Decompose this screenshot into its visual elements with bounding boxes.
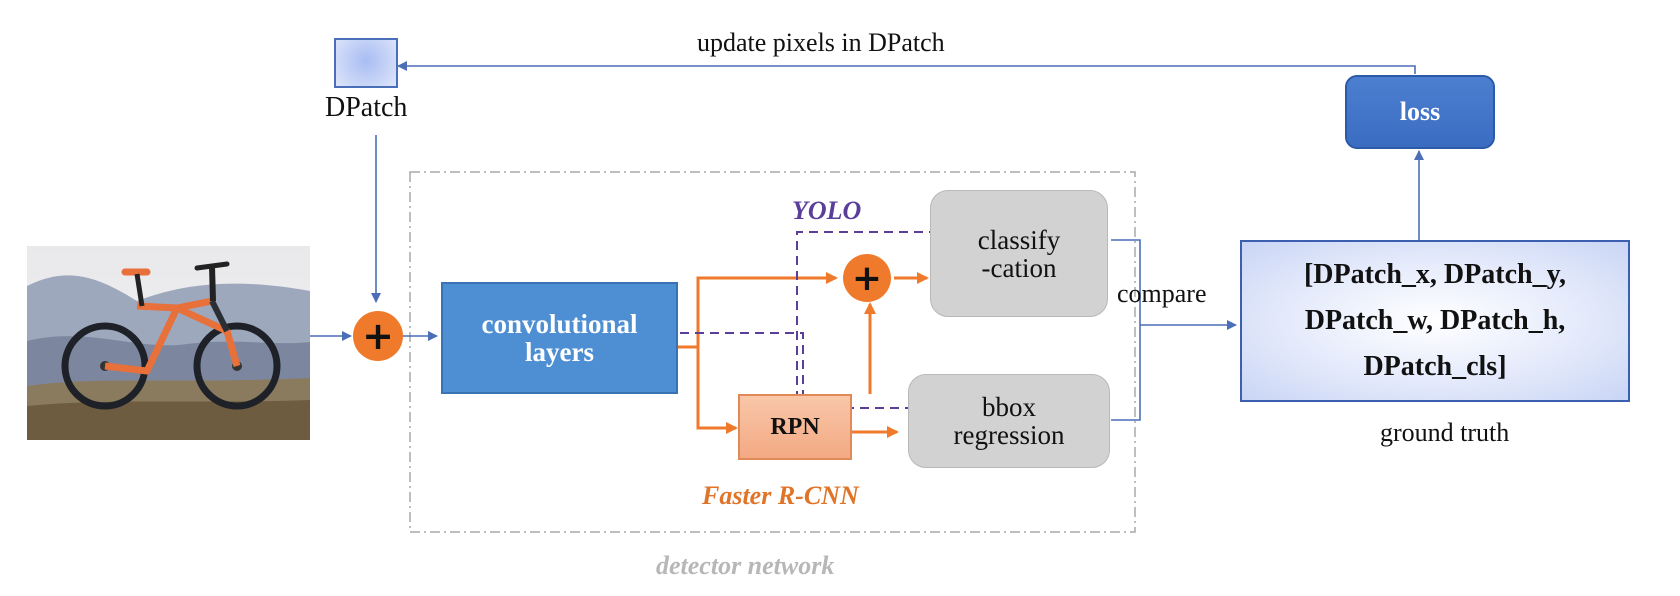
rpn-box: RPN (738, 394, 852, 460)
classification-box: classify -cation (930, 190, 1108, 317)
classify-label-line2: -cation (981, 252, 1057, 283)
gt-line3: DPatch_cls] (1363, 351, 1507, 382)
gt-line1: [DPatch_x, DPatch_y, (1303, 259, 1567, 290)
update-label: update pixels in DPatch (697, 28, 945, 57)
gt-line2: DPatch_w, DPatch_h, (1304, 305, 1566, 336)
dpatch-swatch (334, 38, 398, 88)
detector-network-label: detector network (656, 551, 835, 580)
yolo-label: YOLO (792, 196, 862, 225)
rpn-label: RPN (770, 413, 820, 440)
convolutional-layers-box: convolutional layers (441, 282, 678, 394)
bbox-label-line2: regression (953, 420, 1065, 450)
plus-input-symbol: + (362, 314, 394, 358)
conv-label-line2: layers (525, 337, 594, 367)
compare-label: compare (1117, 279, 1207, 308)
input-image (27, 246, 310, 440)
loss-box: loss (1345, 75, 1495, 149)
conv-label-line1: convolutional (481, 309, 638, 339)
bbox-regression-box: bbox regression (908, 374, 1110, 468)
conv-to-rpn-arrow (696, 347, 738, 434)
dpatch-label: DPatch (325, 92, 408, 123)
detector-network-frame (409, 171, 1136, 533)
classify-label-line1: classify (977, 224, 1061, 255)
yolo-dashed-path (680, 332, 910, 409)
loss-label: loss (1399, 97, 1441, 126)
plus-proposal-icon: + (843, 254, 891, 302)
plus-input-icon: + (353, 311, 403, 361)
ground-truth-box: [DPatch_x, DPatch_y, DPatch_w, DPatch_h,… (1240, 240, 1630, 402)
bbox-label-line1: bbox (982, 392, 1036, 422)
update-arrow (397, 61, 1416, 74)
faster-rcnn-label: Faster R-CNN (702, 481, 859, 510)
conv-to-plus-arrow (696, 272, 838, 347)
yolo-dashed-path-upper (796, 231, 930, 400)
plus-proposal-symbol: + (851, 257, 883, 299)
classify-output-line (1111, 239, 1141, 421)
bike-image-icon (27, 246, 310, 440)
ground-truth-label: ground truth (1380, 418, 1510, 447)
